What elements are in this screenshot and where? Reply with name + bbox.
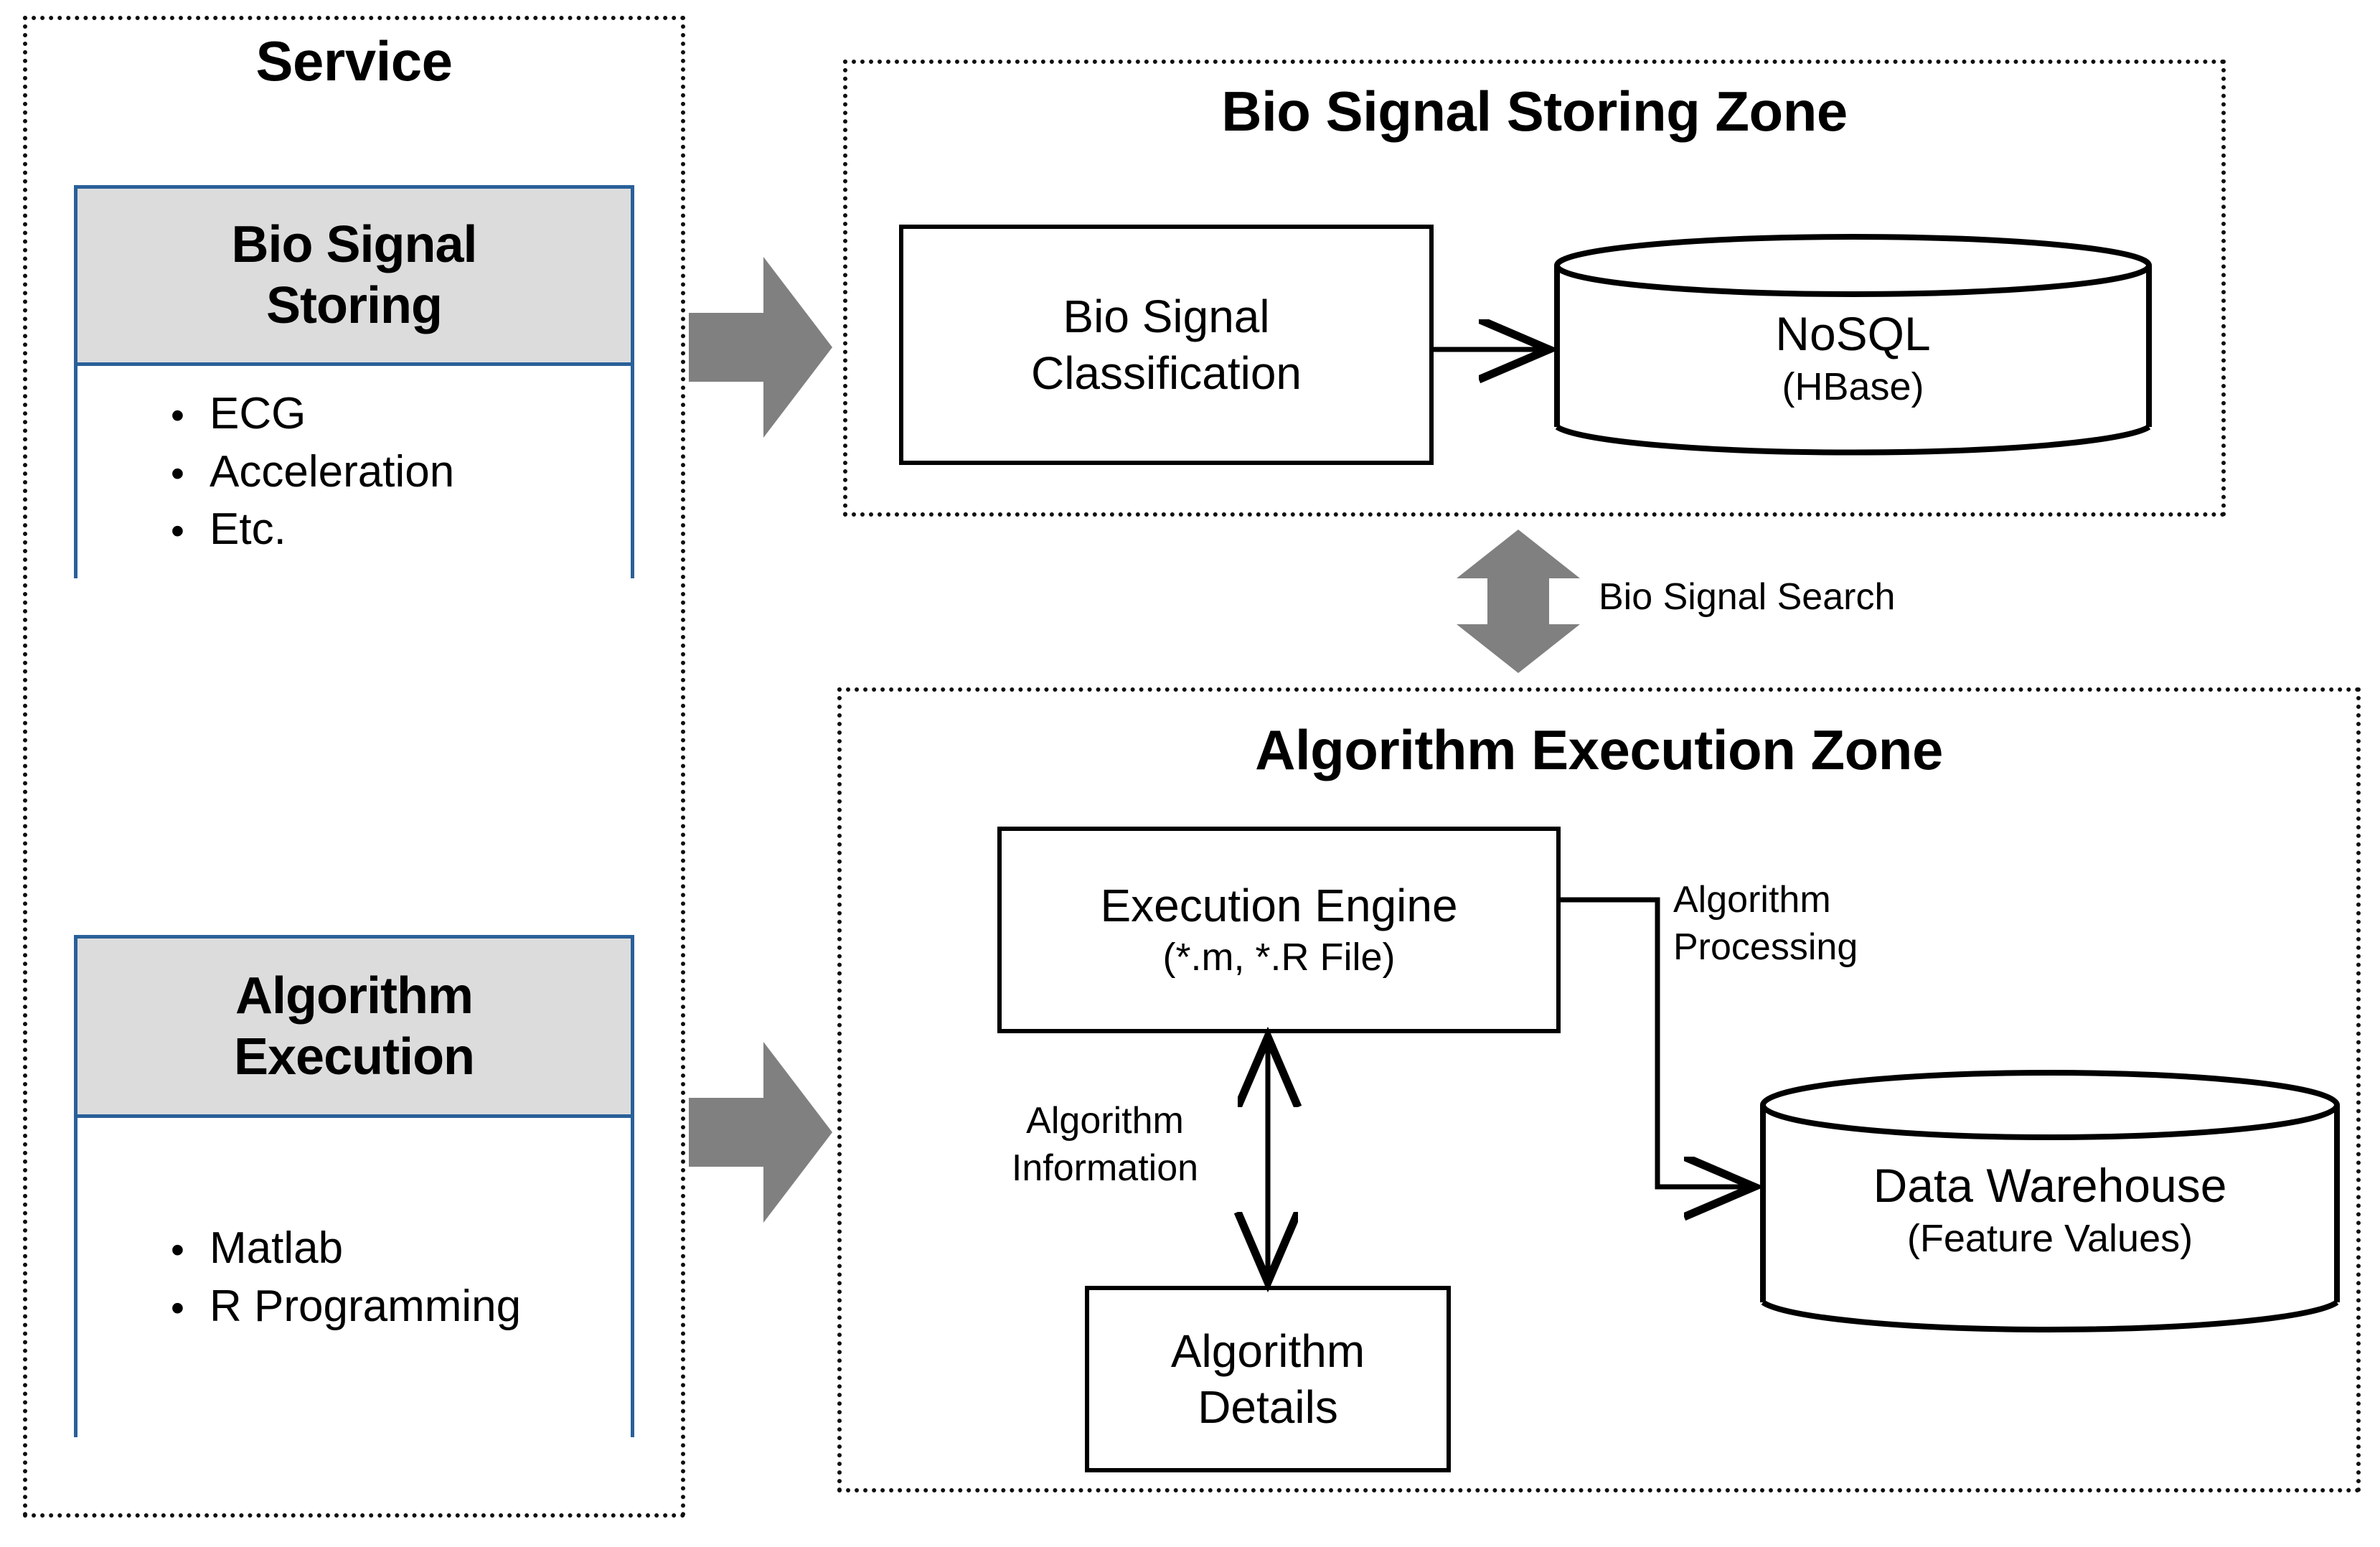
- service-panel: [23, 16, 685, 1518]
- algorithm-execution-zone: [837, 687, 2361, 1492]
- algorithm-information-line1: Algorithm: [1026, 1100, 1184, 1142]
- service-card-header-bio-signal-storing: Bio Signal Storing: [77, 189, 631, 366]
- bullet-icon: •: [171, 509, 184, 553]
- service-to-storing-zone-arrow: [689, 257, 832, 438]
- database-cylinder-icon: [1554, 234, 2152, 456]
- bio-signal-classification-line2: Classification: [1030, 347, 1302, 399]
- list-item: • Matlab: [171, 1220, 631, 1278]
- list-item-label: R Programming: [210, 1281, 522, 1331]
- service-card-header-line2: Storing: [266, 277, 443, 334]
- algorithm-execution-zone-title: Algorithm Execution Zone: [1255, 718, 1943, 781]
- bio-signal-storing-zone-title: Bio Signal Storing Zone: [1221, 80, 1848, 143]
- nosql-sub: (HBase): [1782, 365, 1924, 408]
- data-warehouse-name: Data Warehouse: [1873, 1159, 2227, 1212]
- service-card-header-line1: Algorithm: [235, 967, 474, 1025]
- data-warehouse-sub: (Feature Values): [1906, 1216, 2193, 1260]
- service-card-header-algorithm-execution: Algorithm Execution: [77, 939, 631, 1118]
- bullet-icon: •: [171, 451, 184, 495]
- bio-signal-search-double-arrow: [1457, 530, 1580, 673]
- bio-signal-classification-line1: Bio Signal: [1063, 291, 1270, 343]
- list-item: • R Programming: [171, 1278, 631, 1336]
- algorithm-processing-line2: Processing: [1673, 926, 1858, 968]
- algorithm-details-line1: Algorithm: [1170, 1325, 1365, 1377]
- bio-signal-storing-zone: [843, 60, 2226, 517]
- execution-engine-box[interactable]: Execution Engine (*.m, *.R File): [997, 827, 1561, 1033]
- service-card-header-line2: Execution: [233, 1028, 475, 1086]
- service-to-execution-zone-arrow: [689, 1042, 832, 1223]
- service-panel-title: Service: [255, 29, 453, 93]
- algorithm-processing-line1: Algorithm: [1673, 879, 1831, 921]
- bullet-icon: •: [171, 1286, 184, 1330]
- algorithm-information-caption: Algorithm Information: [961, 1098, 1248, 1192]
- bio-signal-classification-box[interactable]: Bio Signal Classification: [899, 225, 1434, 465]
- service-card-bio-signal-storing[interactable]: Bio Signal Storing • ECG • Acceleration …: [74, 185, 634, 578]
- algorithm-information-line2: Information: [1011, 1147, 1199, 1189]
- list-item: • ECG: [171, 385, 631, 443]
- nosql-database-cylinder[interactable]: NoSQL (HBase): [1553, 233, 2153, 459]
- bullet-icon: •: [171, 1228, 184, 1271]
- right-block-arrow-icon: [689, 1042, 832, 1223]
- nosql-name: NoSQL: [1775, 307, 1931, 360]
- algorithm-details-box[interactable]: Algorithm Details: [1085, 1286, 1451, 1472]
- nosql-label: NoSQL (HBase): [1553, 305, 2153, 411]
- right-block-arrow-icon: [689, 257, 832, 438]
- bullet-icon: •: [171, 394, 184, 438]
- data-warehouse-label: Data Warehouse (Feature Values): [1759, 1157, 2341, 1263]
- list-item-label: Matlab: [210, 1223, 344, 1273]
- execution-engine-sub: (*.m, *.R File): [1162, 936, 1396, 979]
- database-cylinder-icon: [1760, 1070, 2340, 1332]
- list-item-label: ECG: [210, 389, 306, 439]
- service-card-body-bio-signal-storing: • ECG • Acceleration • Etc.: [77, 366, 631, 578]
- bio-signal-search-caption: Bio Signal Search: [1599, 576, 1896, 618]
- up-down-block-arrow-icon: [1457, 530, 1580, 673]
- service-card-algorithm-execution[interactable]: Algorithm Execution • Matlab • R Program…: [74, 935, 634, 1437]
- execution-engine-line1: Execution Engine: [1100, 880, 1458, 932]
- service-card-body-algorithm-execution: • Matlab • R Programming: [77, 1118, 631, 1437]
- list-item-label: Acceleration: [210, 446, 455, 497]
- list-item: • Etc.: [171, 501, 631, 559]
- list-item-label: Etc.: [210, 504, 286, 555]
- list-item: • Acceleration: [171, 443, 631, 502]
- algorithm-details-line2: Details: [1198, 1381, 1338, 1433]
- algorithm-processing-caption: Algorithm Processing: [1673, 877, 2046, 971]
- service-card-header-line1: Bio Signal: [231, 216, 477, 274]
- data-warehouse-cylinder[interactable]: Data Warehouse (Feature Values): [1759, 1069, 2341, 1338]
